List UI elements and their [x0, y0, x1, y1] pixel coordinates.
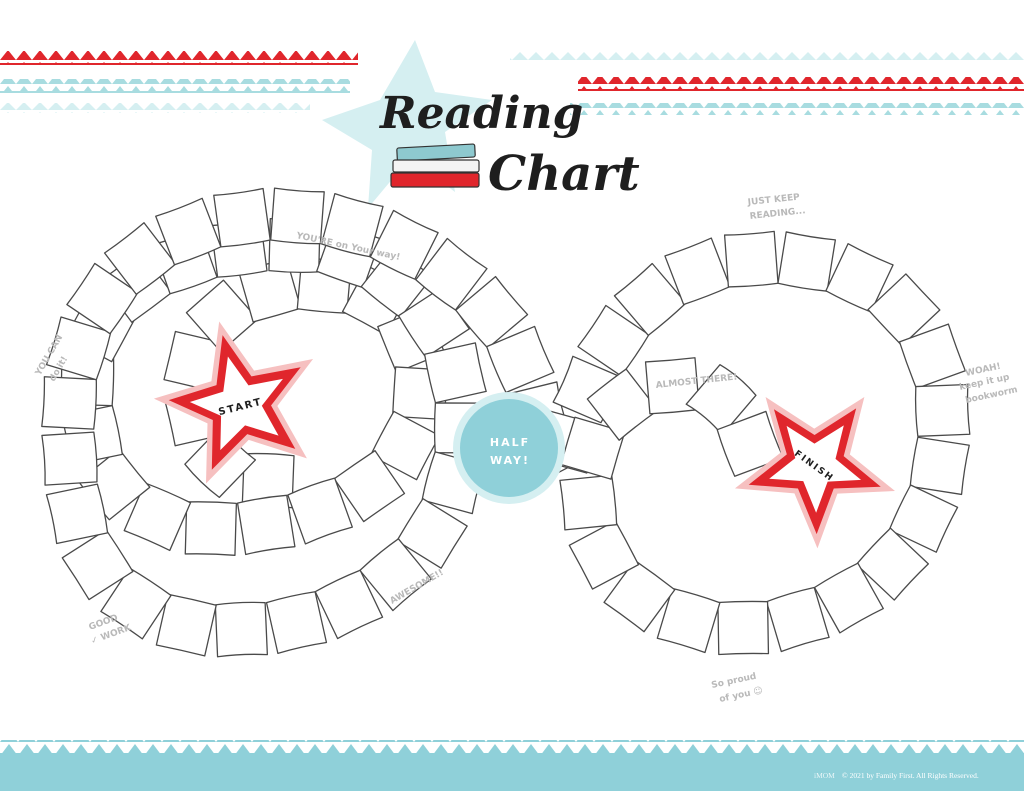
- reading-box: [717, 600, 770, 656]
- reading-box: [656, 587, 721, 654]
- reading-box: [909, 436, 970, 496]
- reading-box: [333, 450, 406, 523]
- reading-box: [777, 231, 837, 292]
- reading-box: [214, 601, 269, 658]
- reading-box: [103, 222, 177, 295]
- halfway-line2: WAY!: [490, 454, 530, 467]
- note-just-keep-1: JUST KEEP: [746, 193, 800, 209]
- reading-box: [41, 376, 98, 430]
- footer-brand: iMOM: [814, 771, 835, 780]
- reading-box: [914, 383, 971, 437]
- reading-box: [855, 527, 929, 601]
- reading-box: [867, 273, 941, 347]
- reading-box: [423, 342, 487, 404]
- reading-box: [123, 482, 192, 552]
- reading-box: [213, 187, 271, 248]
- reading-box: [613, 262, 687, 336]
- title-line-chart: Chart: [488, 146, 640, 202]
- reading-box: [396, 498, 468, 569]
- reading-box: [486, 325, 555, 394]
- reading-box: [685, 364, 757, 436]
- reading-box: [888, 484, 959, 553]
- reading-box: [415, 237, 488, 311]
- reading-box: [664, 237, 731, 306]
- reading-box: [577, 304, 650, 377]
- halfway-line1: HALF: [490, 436, 530, 449]
- reading-box: [270, 187, 325, 245]
- reading-box: [644, 357, 701, 415]
- reading-box: [765, 586, 830, 653]
- reading-box: [320, 192, 384, 258]
- top-right-zigzag-bands: [510, 51, 1024, 115]
- reading-box: [825, 243, 894, 313]
- reading-box: [568, 520, 640, 590]
- halfway-badge: HALF WAY!: [453, 392, 565, 504]
- reading-box: [41, 431, 98, 486]
- finish-star: FINISH: [734, 396, 896, 549]
- reading-box: [723, 230, 779, 288]
- top-left-zigzag-bands: [0, 51, 358, 113]
- reading-box: [559, 474, 618, 531]
- reading-box: [155, 593, 217, 657]
- title-line-reading: Reading: [378, 88, 583, 139]
- reading-box: [100, 567, 172, 640]
- reading-box: [45, 483, 109, 545]
- reading-box: [603, 559, 676, 633]
- reading-box: [359, 538, 433, 612]
- footer-band: iMOM © 2021 by Family First. All Rights …: [0, 740, 1024, 791]
- reading-box: [287, 477, 353, 545]
- reading-box: [184, 501, 238, 556]
- footer-copyright: © 2021 by Family First. All Rights Reser…: [842, 771, 979, 780]
- reading-box: [66, 262, 139, 335]
- reading-box: [45, 316, 112, 381]
- reading-box: [898, 323, 966, 390]
- reading-box: [265, 591, 328, 654]
- reading-box: [185, 279, 259, 353]
- reading-box: [61, 529, 134, 601]
- reading-box: [155, 197, 222, 266]
- reading-track: [41, 187, 971, 658]
- reading-box: [455, 275, 529, 349]
- reading-box: [236, 494, 296, 556]
- reading-box: [369, 209, 439, 280]
- reading-box: [586, 368, 659, 441]
- reading-box: [314, 569, 384, 640]
- note-just-keep-2: READING...: [749, 206, 806, 222]
- start-star: START: [153, 321, 314, 484]
- books-stack-icon: [390, 143, 480, 188]
- reading-box: [813, 562, 884, 634]
